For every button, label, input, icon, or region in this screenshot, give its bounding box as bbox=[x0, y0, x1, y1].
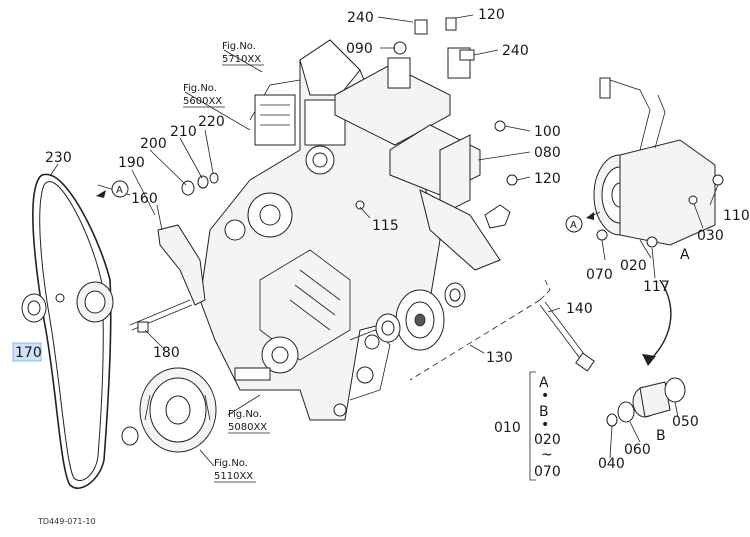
compressor-bracket bbox=[334, 17, 518, 271]
figure-references: Fig.No. 5710XX Fig.No. 5600XX Fig.No. 50… bbox=[183, 41, 270, 483]
svg-text:A: A bbox=[570, 220, 577, 231]
callout-040: 040 bbox=[598, 456, 625, 472]
callout-080: 080 bbox=[534, 145, 561, 161]
callout-170-highlight bbox=[12, 342, 42, 362]
range-dot-2: • bbox=[541, 417, 549, 433]
range-from: 020 bbox=[534, 432, 561, 448]
callout-115: 115 bbox=[372, 218, 399, 234]
callout-010: 010 bbox=[494, 420, 521, 436]
ac-compressor bbox=[593, 77, 724, 248]
range-mid: B bbox=[539, 404, 549, 420]
range-dot-1: • bbox=[541, 388, 549, 404]
fig-5600-label: Fig.No. bbox=[183, 83, 217, 94]
callout-130: 130 bbox=[486, 350, 513, 366]
callout-180: 180 bbox=[153, 345, 180, 361]
callout-140: 140 bbox=[566, 301, 593, 317]
fig-5080-label: Fig.No. bbox=[228, 409, 262, 420]
callout-117: 117 bbox=[643, 279, 670, 295]
range-to: 070 bbox=[534, 464, 561, 480]
marker-a-mid bbox=[565, 215, 583, 233]
callout-030: 030 bbox=[697, 228, 724, 244]
fig-5710-number: 5710XX bbox=[222, 54, 261, 65]
range-bracket: A • B • 020 ~ 070 bbox=[534, 375, 561, 480]
marker-b-right: B bbox=[656, 428, 666, 444]
callout-200: 200 bbox=[140, 136, 167, 152]
svg-text:A: A bbox=[116, 185, 123, 196]
callout-190: 190 bbox=[118, 155, 145, 171]
callout-050: 050 bbox=[672, 414, 699, 430]
leader-lines bbox=[49, 14, 719, 467]
crank-pulley bbox=[121, 367, 217, 453]
callout-120-top: 120 bbox=[478, 7, 505, 23]
flow-arrowhead bbox=[642, 354, 656, 366]
callout-210: 210 bbox=[170, 124, 197, 140]
marker-a-right: A bbox=[680, 247, 690, 263]
callout-labels: 240 120 090 240 100 080 120 115 140 130 … bbox=[12, 7, 750, 472]
callout-120-mid: 120 bbox=[534, 171, 561, 187]
callout-090: 090 bbox=[346, 41, 373, 57]
washer-stack bbox=[181, 172, 219, 196]
callout-230: 230 bbox=[45, 150, 72, 166]
callout-020: 020 bbox=[620, 258, 647, 274]
range-tilde: ~ bbox=[541, 447, 553, 463]
fig-5600-number: 5600XX bbox=[183, 96, 222, 107]
reference-markers: A A A B bbox=[96, 180, 690, 444]
callout-240-top: 240 bbox=[347, 10, 374, 26]
range-bracket-line bbox=[529, 371, 536, 481]
drawing-code: TD449-071-10 bbox=[37, 517, 96, 526]
callout-220: 220 bbox=[198, 114, 225, 130]
callout-060: 060 bbox=[624, 442, 651, 458]
fig-5110-number: 5110XX bbox=[214, 471, 253, 482]
idler-pulley-set bbox=[364, 279, 551, 381]
callout-100: 100 bbox=[534, 124, 561, 140]
v-belt-230 bbox=[32, 173, 112, 489]
callout-070: 070 bbox=[586, 267, 613, 283]
callout-110: 110 bbox=[723, 208, 750, 224]
callout-170[interactable]: 170 bbox=[15, 345, 42, 361]
fig-5110-label: Fig.No. bbox=[214, 458, 248, 469]
bolt-140 bbox=[539, 301, 595, 372]
bearing-set bbox=[606, 377, 686, 427]
fig-5710-label: Fig.No. bbox=[222, 41, 256, 52]
flow-arrow bbox=[649, 279, 672, 361]
marker-a-left bbox=[111, 180, 129, 198]
fig-5080-number: 5080XX bbox=[228, 422, 267, 433]
callout-160: 160 bbox=[131, 191, 158, 207]
range-top: A bbox=[539, 375, 549, 391]
callout-240-right: 240 bbox=[502, 43, 529, 59]
fan-pulley bbox=[21, 224, 206, 333]
